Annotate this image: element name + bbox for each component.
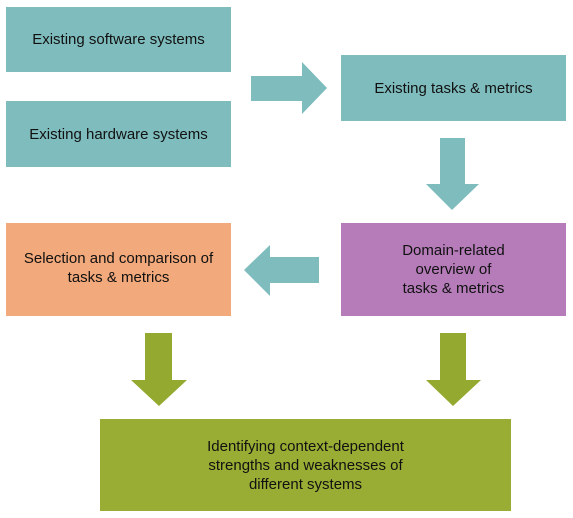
domain-overview-node: Domain-related overview of tasks & metri… — [341, 223, 566, 316]
identify-strengths-weaknesses-node: Identifying context-dependent strengths … — [100, 419, 511, 511]
arrow-down-from-domain — [426, 333, 481, 406]
existing-hardware-systems-node: Existing hardware systems — [6, 101, 231, 167]
arrow-left-to-selection — [244, 245, 319, 296]
arrow-down-from-selection — [131, 333, 187, 406]
selection-comparison-node: Selection and comparison of tasks & metr… — [6, 223, 231, 316]
arrow-right-to-tasks — [251, 62, 327, 114]
existing-software-systems-node: Existing software systems — [6, 7, 231, 72]
existing-tasks-metrics-node: Existing tasks & metrics — [341, 55, 566, 121]
arrow-down-to-domain — [426, 138, 479, 210]
